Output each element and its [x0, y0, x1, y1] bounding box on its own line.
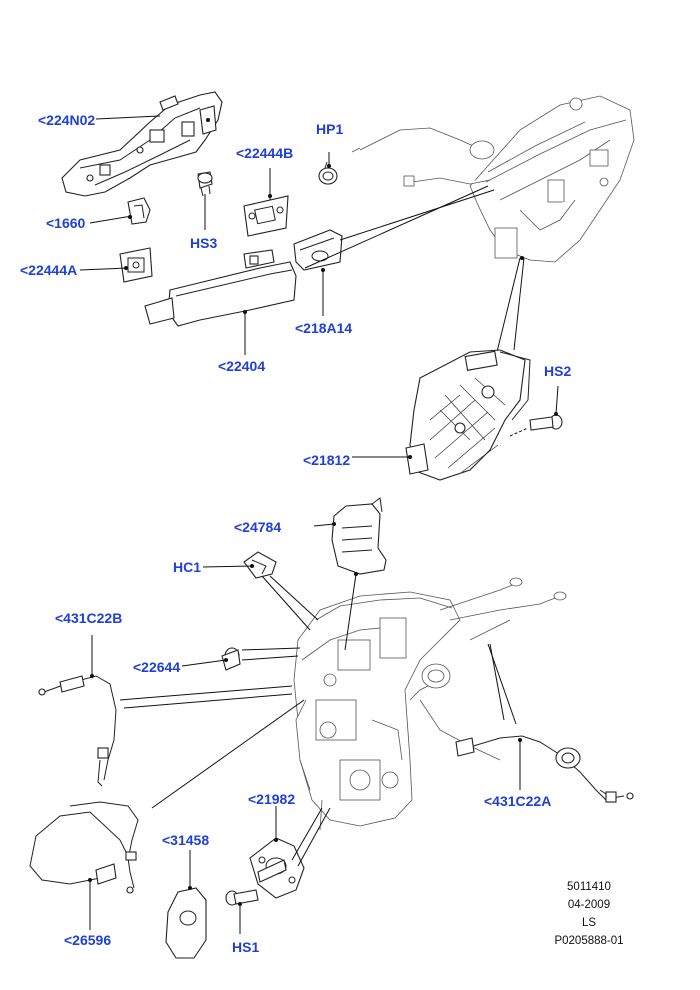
screw-HS3: [197, 171, 213, 197]
callout-431C22A[interactable]: <431C22A: [484, 793, 552, 809]
cap-1660: [127, 197, 151, 225]
latch-module-24784: [331, 497, 387, 575]
lock-cover-218A14: [293, 229, 343, 271]
plug-HP1: [318, 161, 338, 185]
callout-224N02[interactable]: <224N02: [38, 112, 96, 128]
callout-24784[interactable]: <24784: [234, 519, 282, 535]
callout-21812[interactable]: <21812: [303, 452, 351, 468]
gasket-22444A: [119, 247, 153, 283]
callout-21982[interactable]: <21982: [248, 791, 296, 807]
callout-22444A[interactable]: <22444A: [20, 262, 78, 278]
latch-assembly-reference: [293, 577, 567, 831]
callout-1660[interactable]: <1660: [46, 215, 86, 231]
callout-31458[interactable]: <31458: [162, 832, 210, 848]
callout-431C22B[interactable]: <431C22B: [55, 610, 123, 626]
callout-HP1[interactable]: HP1: [316, 121, 344, 137]
callout-HS1[interactable]: HS1: [232, 939, 260, 955]
gasket-22444B: [243, 195, 289, 237]
drawing-reference: P0205888-01: [554, 935, 624, 947]
cable-431C22B: [38, 675, 117, 787]
exterior-handle-22404: [144, 249, 297, 327]
screw-HS1: [225, 889, 259, 906]
plug-22644: [221, 647, 241, 671]
callout-26596[interactable]: <26596: [64, 932, 112, 948]
drawing-model: LS: [581, 917, 597, 929]
callout-22404[interactable]: <22404: [218, 358, 266, 374]
drawing-info: 5011410 04-2009 LS P0205888-01: [544, 878, 634, 950]
drawing-number: 5011410: [567, 881, 611, 893]
handle-assembly-reference: [351, 95, 635, 263]
clip-HC1: [243, 551, 277, 579]
cable-431C22A: [455, 735, 634, 803]
screw-HS2: [509, 414, 563, 437]
cable-26596: [29, 801, 139, 894]
drawing-date: 04-2009: [567, 899, 611, 911]
callout-22444B[interactable]: <22444B: [236, 145, 294, 161]
door-latch-21812: [405, 349, 531, 481]
callout-HS2[interactable]: HS2: [544, 363, 572, 379]
handle-bracket-224N02: [61, 91, 223, 197]
callout-HC1[interactable]: HC1: [173, 559, 202, 575]
cover-31458: [165, 887, 207, 959]
striker-21982: [249, 837, 305, 899]
callout-22644[interactable]: <22644: [133, 659, 181, 675]
callout-HS3[interactable]: HS3: [190, 235, 218, 251]
callout-218A14[interactable]: <218A14: [295, 320, 353, 336]
